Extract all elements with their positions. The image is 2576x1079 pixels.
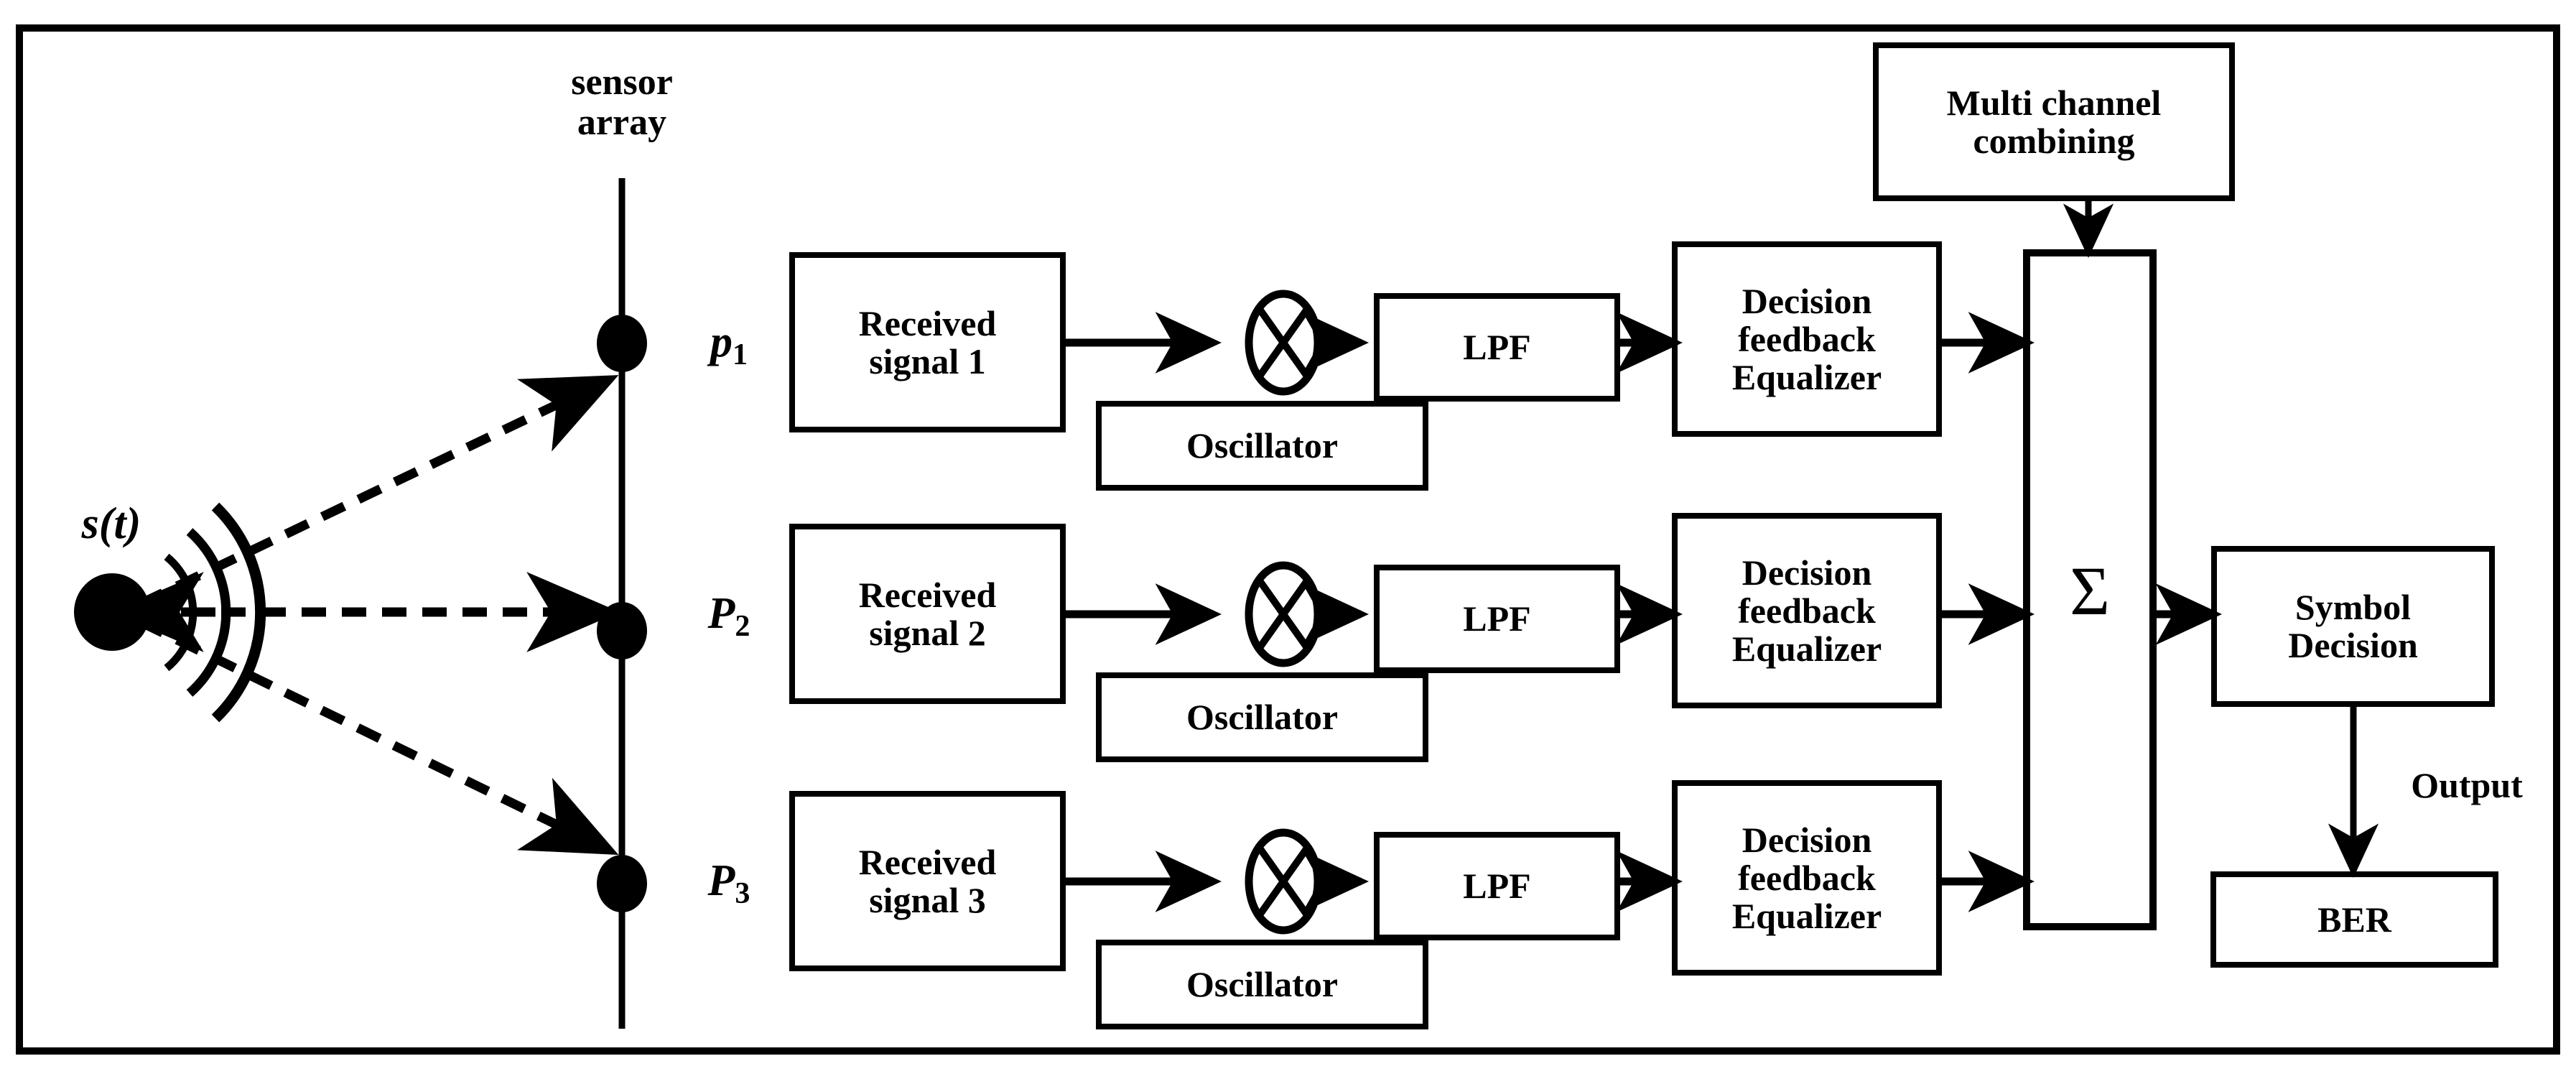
symbol-decision-label: Symbol Decision	[2288, 587, 2418, 665]
ray-to-sensor-3	[139, 618, 619, 855]
equalizer-2-label: Decision feedback Equalizer	[1731, 552, 1882, 669]
equalizer-3-label: Decision feedback Equalizer	[1731, 819, 1882, 936]
sensor-array-label: sensor array	[571, 62, 673, 143]
oscillator-3-label: Oscillator	[1186, 964, 1339, 1004]
oscillator-2-box	[1096, 672, 1428, 762]
output-label: Output	[2411, 764, 2523, 805]
sensor-label-p1: p1	[710, 317, 748, 371]
sensor-label-p3: P3	[707, 856, 750, 910]
mixer-1-x-b	[1255, 306, 1311, 379]
ber-box	[2210, 871, 2498, 968]
summation-symbol: Σ	[2070, 552, 2110, 630]
lpf-2-label: LPF	[1463, 598, 1531, 639]
oscillator-1-box	[1096, 401, 1428, 491]
sensor-dot-3	[597, 855, 647, 912]
mixer-2-x-b	[1255, 578, 1311, 651]
oscillator-1-label: Oscillator	[1186, 425, 1339, 466]
received-signal-3-label: Received signal 3	[858, 841, 997, 920]
received-signal-1-label: Received signal 1	[858, 302, 997, 381]
wavefront-arc-3	[211, 502, 266, 723]
lpf-1-label: LPF	[1463, 327, 1531, 367]
multi-channel-combining-label: Multi channel combining	[1946, 82, 2162, 161]
received-signal-2-label: Received signal 2	[858, 574, 997, 653]
sensor-label-p2: P2	[707, 588, 750, 643]
ber-label: BER	[2317, 899, 2391, 940]
oscillator-2-label: Oscillator	[1186, 697, 1339, 737]
ray-to-sensor-1	[139, 375, 619, 608]
equalizer-1-label: Decision feedback Equalizer	[1731, 280, 1882, 397]
outer-frame	[16, 24, 2560, 1055]
mixer-3-x-b	[1255, 845, 1311, 918]
oscillator-3-box	[1096, 940, 1428, 1029]
lpf-3-label: LPF	[1463, 866, 1531, 906]
summation-block	[2023, 249, 2157, 930]
sensor-dot-2	[597, 602, 647, 659]
source-label: s(t)	[81, 499, 141, 549]
sensor-dot-1	[597, 315, 647, 372]
multi-channel-combining-box	[1873, 42, 2235, 201]
